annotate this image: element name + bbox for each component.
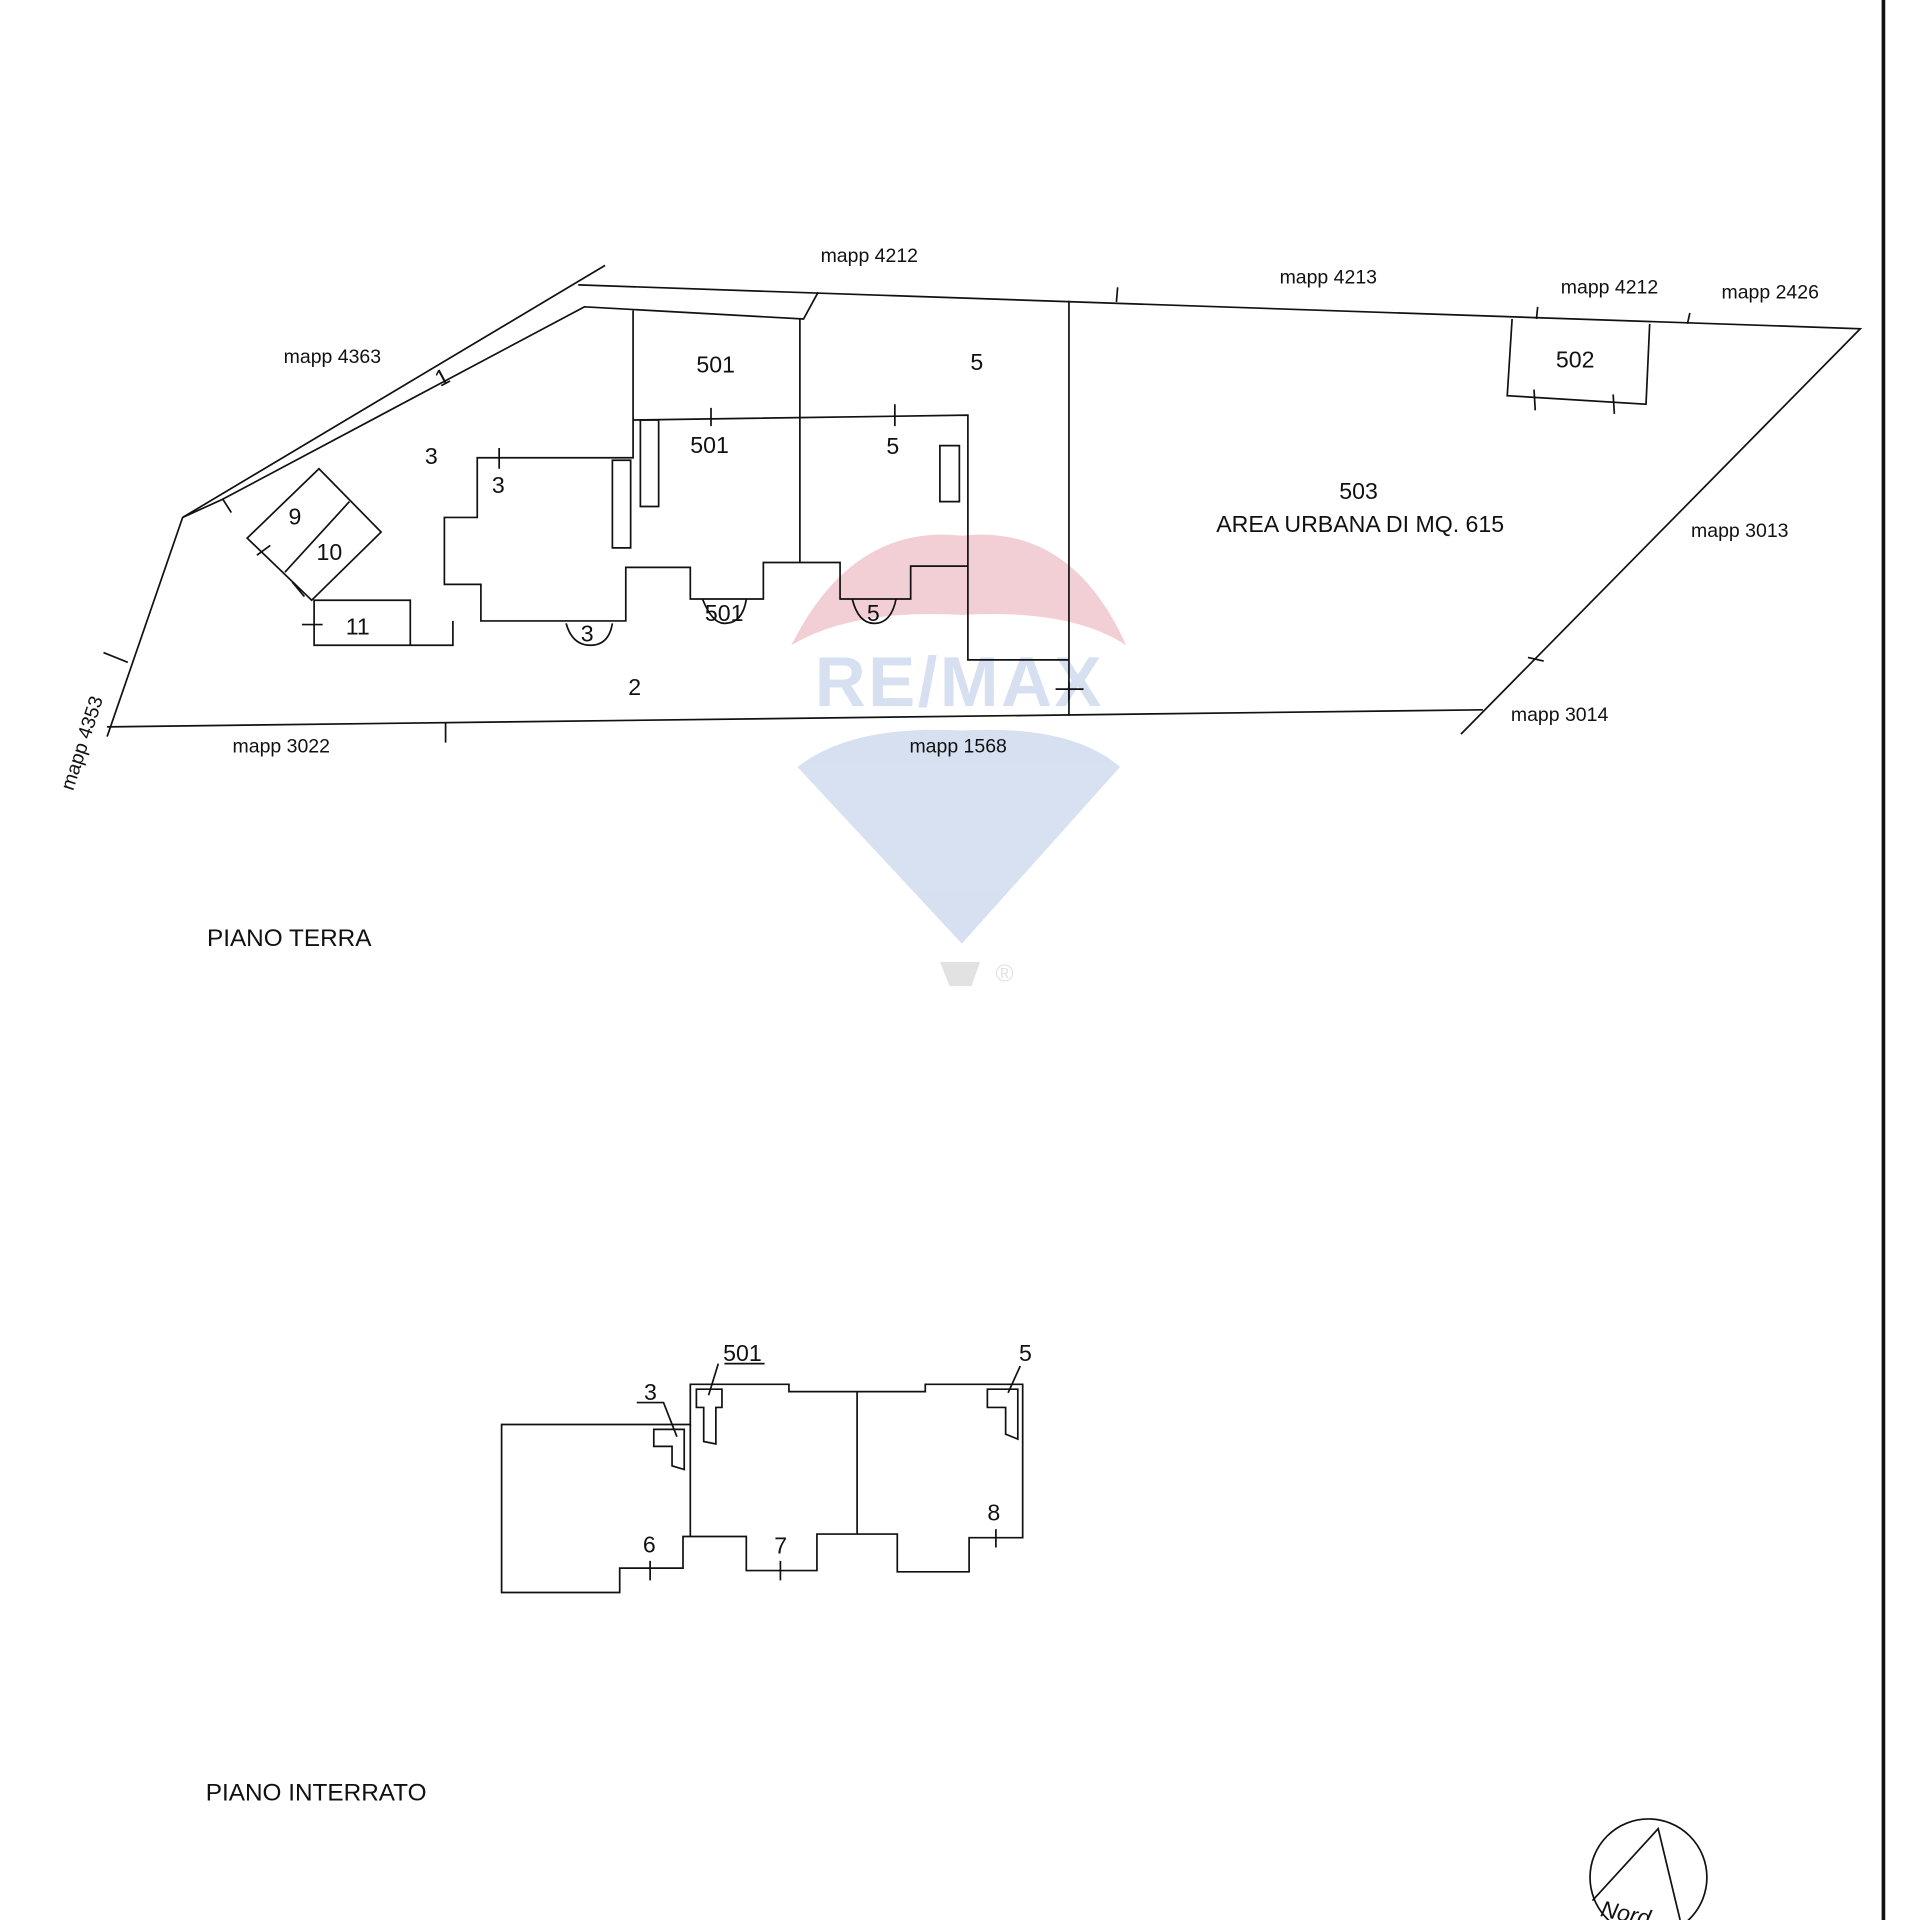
basement-parcel-8: 8 <box>987 1500 1000 1526</box>
watermark-basket <box>939 961 981 987</box>
label-mapp-4212: mapp 4212 <box>821 245 918 267</box>
compass-label: Nord <box>1599 1895 1655 1920</box>
parcel-3-yard: 3 <box>425 443 438 469</box>
piano-interrato-title: PIANO INTERRATO <box>206 1780 427 1807</box>
watermark-balloon-top <box>791 534 1127 646</box>
parcel-5: 5 <box>970 349 983 375</box>
basement-parcel-501: 501 <box>723 1340 762 1366</box>
parcel-5-house: 5 <box>886 433 899 459</box>
ground-floor-labels: 1 501 5 502 3 3 501 5 503 AREA URBANA DI… <box>207 347 1595 952</box>
parcel-501: 501 <box>696 352 735 378</box>
basement-parcel-7: 7 <box>774 1533 787 1559</box>
label-mapp-1568: mapp 1568 <box>909 735 1006 757</box>
label-mapp-3014: mapp 3014 <box>1511 704 1609 726</box>
label-mapp-2426: mapp 2426 <box>1722 281 1819 303</box>
parcel-502: 502 <box>1556 347 1595 373</box>
parcel-9: 9 <box>289 504 302 530</box>
north-compass-icon: Nord <box>1589 1818 1708 1920</box>
parcel-5-bay: 5 <box>867 600 880 626</box>
parcel-10: 10 <box>317 539 343 565</box>
basement-drawing: 3 501 5 6 7 8 PIANO INTERRATO <box>206 1340 1032 1807</box>
label-mapp-4212-b: mapp 4212 <box>1561 276 1658 298</box>
label-mapp-4213: mapp 4213 <box>1280 267 1377 289</box>
basement-parcel-5: 5 <box>1019 1340 1032 1366</box>
parcel-501-bay: 501 <box>705 600 744 626</box>
parcel-501-house: 501 <box>690 432 729 458</box>
watermark-text: RE/MAX <box>815 642 1104 721</box>
watermark-registered: ® <box>995 960 1013 987</box>
neighbour-labels: mapp 4212 mapp 4213 mapp 4212 mapp 2426 … <box>57 245 1819 793</box>
parcel-3-house: 3 <box>492 472 505 498</box>
label-mapp-3013: mapp 3013 <box>1691 520 1788 542</box>
basement-parcel-3: 3 <box>644 1379 657 1405</box>
label-mapp-4363: mapp 4363 <box>284 346 381 368</box>
parcel-3-bay: 3 <box>581 621 594 647</box>
label-mapp-3022: mapp 3022 <box>233 735 330 757</box>
area-urbana-label: AREA URBANA DI MQ. 615 <box>1216 511 1504 537</box>
remax-watermark: RE/MAX ® <box>791 534 1127 987</box>
parcel-503: 503 <box>1339 478 1378 504</box>
ground-floor-drawing <box>103 264 1863 743</box>
piano-terra-title: PIANO TERRA <box>207 925 372 952</box>
watermark-balloon-bottom <box>797 729 1121 944</box>
label-mapp-4353: mapp 4353 <box>57 693 108 792</box>
parcel-2: 2 <box>628 674 641 700</box>
basement-parcel-6: 6 <box>643 1531 656 1557</box>
parcel-11: 11 <box>346 613 370 639</box>
